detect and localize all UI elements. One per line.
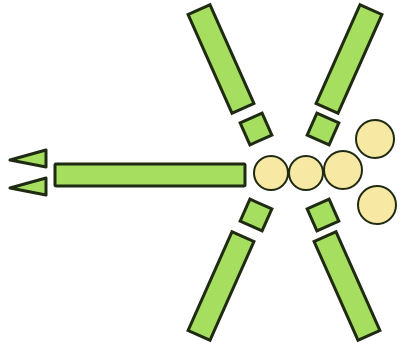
short-block-lower-left <box>240 199 272 231</box>
tail-tips-group <box>10 150 46 195</box>
long-rod-lower-right <box>314 232 380 340</box>
short-block-upper-left <box>240 113 272 145</box>
circle <box>356 120 394 158</box>
long-rod-horizontal <box>55 164 245 186</box>
circle <box>324 151 362 189</box>
short-block-upper-right <box>307 113 339 145</box>
long-rod-lower-left <box>188 232 254 340</box>
long-rod-upper-right <box>316 5 382 113</box>
circle <box>254 156 288 190</box>
tail-tip <box>10 178 46 195</box>
circle <box>289 156 323 190</box>
long-rod-upper-left <box>188 5 254 113</box>
circle <box>358 186 396 224</box>
tail-tip <box>10 150 46 167</box>
short-block-lower-right <box>307 199 339 231</box>
